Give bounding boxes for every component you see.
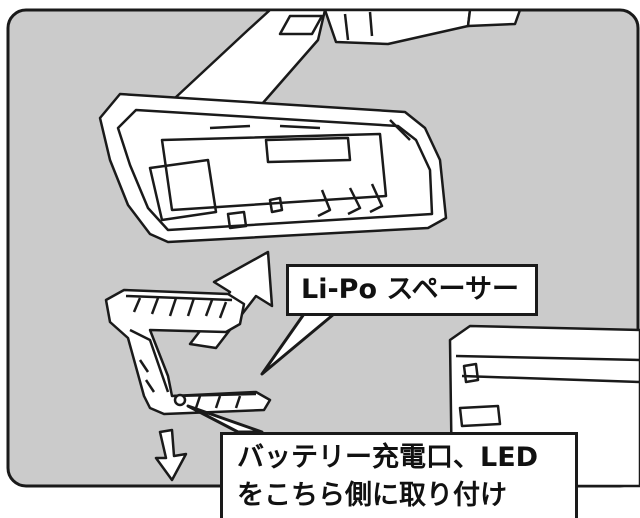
lipo-spacer-callout: Li-Po スペーサー <box>286 264 538 316</box>
lipo-spacer <box>104 288 272 416</box>
charging-port-callout-line1: バッテリー充電口、LED <box>237 442 539 473</box>
charging-port-callout: バッテリー充電口、LED をこちら側に取り付け <box>220 432 578 518</box>
battery-tray <box>98 92 448 244</box>
charging-port-callout-line2: をこちら側に取り付け <box>237 480 507 511</box>
flip-arrow <box>154 428 188 482</box>
